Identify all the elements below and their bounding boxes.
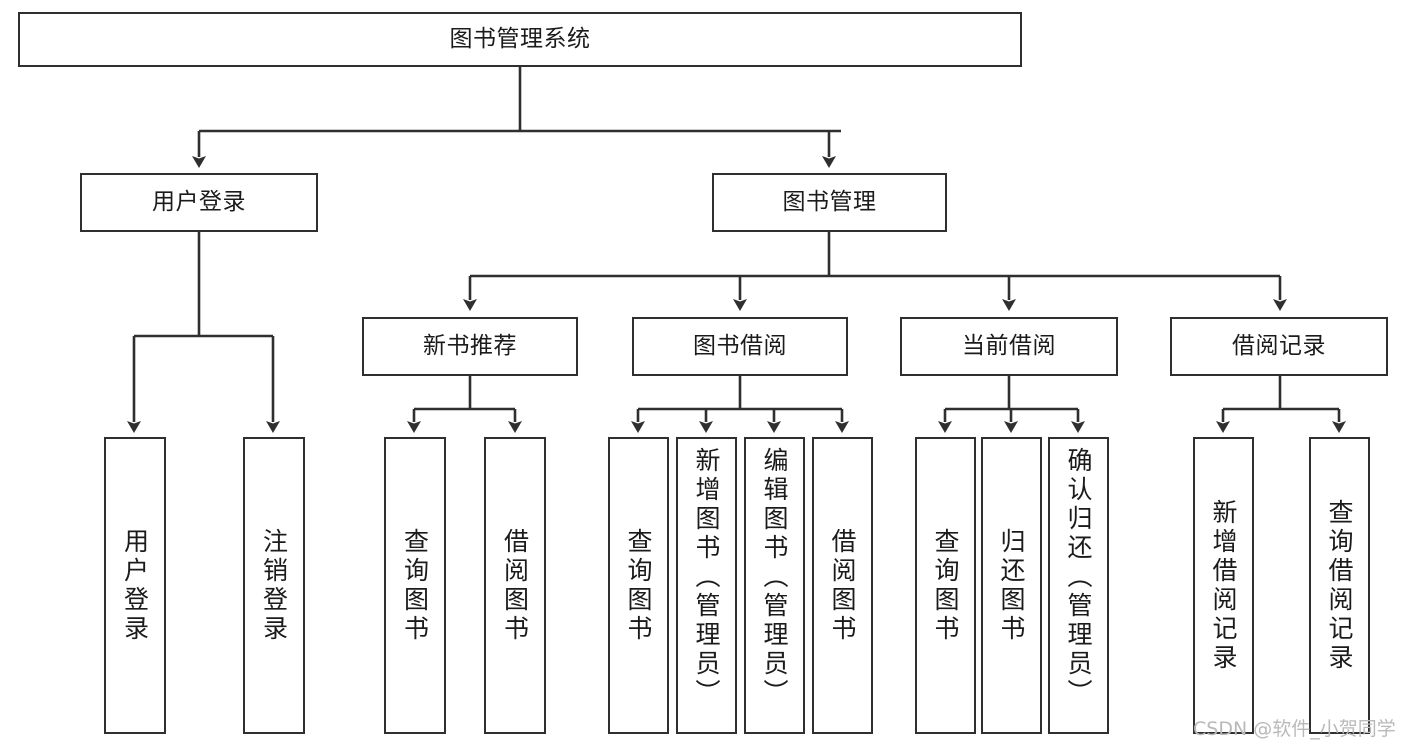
node-leaf-query-book-1-label: 查询图书 bbox=[400, 527, 430, 644]
node-borrow-record-label: 借阅记录 bbox=[1232, 333, 1326, 360]
node-leaf-add-record-label: 新增借阅记录 bbox=[1209, 498, 1238, 673]
node-leaf-query-book-2-label: 查询图书 bbox=[624, 527, 653, 644]
node-leaf-return-book-label: 归还图书 bbox=[997, 527, 1026, 644]
node-leaf-query-record-label: 查询借阅记录 bbox=[1325, 498, 1354, 673]
node-leaf-edit-book[interactable]: 编辑图书（管理员） bbox=[744, 437, 805, 734]
node-root[interactable]: 图书管理系统 bbox=[18, 12, 1022, 67]
node-leaf-logout-login[interactable]: 注销登录 bbox=[243, 437, 305, 734]
node-leaf-query-book-2[interactable]: 查询图书 bbox=[608, 437, 669, 734]
node-book-borrow[interactable]: 图书借阅 bbox=[632, 317, 848, 376]
watermark: CSDN @软件_小贺同学 bbox=[1193, 718, 1396, 740]
node-root-label: 图书管理系统 bbox=[449, 26, 591, 53]
node-leaf-add-record[interactable]: 新增借阅记录 bbox=[1193, 437, 1254, 734]
node-leaf-query-book-1[interactable]: 查询图书 bbox=[384, 437, 446, 734]
node-book-management-label: 图书管理 bbox=[782, 189, 877, 216]
node-leaf-borrow-book-2-label: 借阅图书 bbox=[828, 527, 857, 644]
node-current-borrow[interactable]: 当前借阅 bbox=[900, 317, 1118, 376]
node-leaf-borrow-book-1-label: 借阅图书 bbox=[500, 527, 530, 644]
node-leaf-add-book[interactable]: 新增图书（管理员） bbox=[676, 437, 737, 734]
node-leaf-borrow-book-1[interactable]: 借阅图书 bbox=[484, 437, 546, 734]
node-leaf-user-login[interactable]: 用户登录 bbox=[104, 437, 166, 734]
node-leaf-confirm-return-label: 确认归还（管理员） bbox=[1064, 447, 1093, 708]
node-leaf-add-book-label: 新增图书（管理员） bbox=[692, 447, 721, 708]
node-leaf-borrow-book-2[interactable]: 借阅图书 bbox=[812, 437, 873, 734]
node-leaf-return-book[interactable]: 归还图书 bbox=[981, 437, 1042, 734]
node-leaf-query-record[interactable]: 查询借阅记录 bbox=[1309, 437, 1370, 734]
node-user-login-label: 用户登录 bbox=[152, 189, 246, 216]
node-leaf-query-book-3[interactable]: 查询图书 bbox=[915, 437, 976, 734]
node-current-borrow-label: 当前借阅 bbox=[962, 333, 1056, 360]
node-user-login[interactable]: 用户登录 bbox=[80, 173, 318, 232]
node-new-book-recommend[interactable]: 新书推荐 bbox=[362, 317, 578, 376]
node-new-book-recommend-label: 新书推荐 bbox=[423, 333, 517, 360]
node-leaf-query-book-3-label: 查询图书 bbox=[931, 527, 960, 644]
node-borrow-record[interactable]: 借阅记录 bbox=[1170, 317, 1388, 376]
node-leaf-logout-login-label: 注销登录 bbox=[259, 527, 289, 644]
node-leaf-user-login-label: 用户登录 bbox=[120, 527, 150, 644]
node-leaf-confirm-return[interactable]: 确认归还（管理员） bbox=[1048, 437, 1109, 734]
node-book-management[interactable]: 图书管理 bbox=[712, 173, 947, 232]
node-book-borrow-label: 图书借阅 bbox=[693, 333, 787, 360]
node-leaf-edit-book-label: 编辑图书（管理员） bbox=[760, 447, 789, 708]
